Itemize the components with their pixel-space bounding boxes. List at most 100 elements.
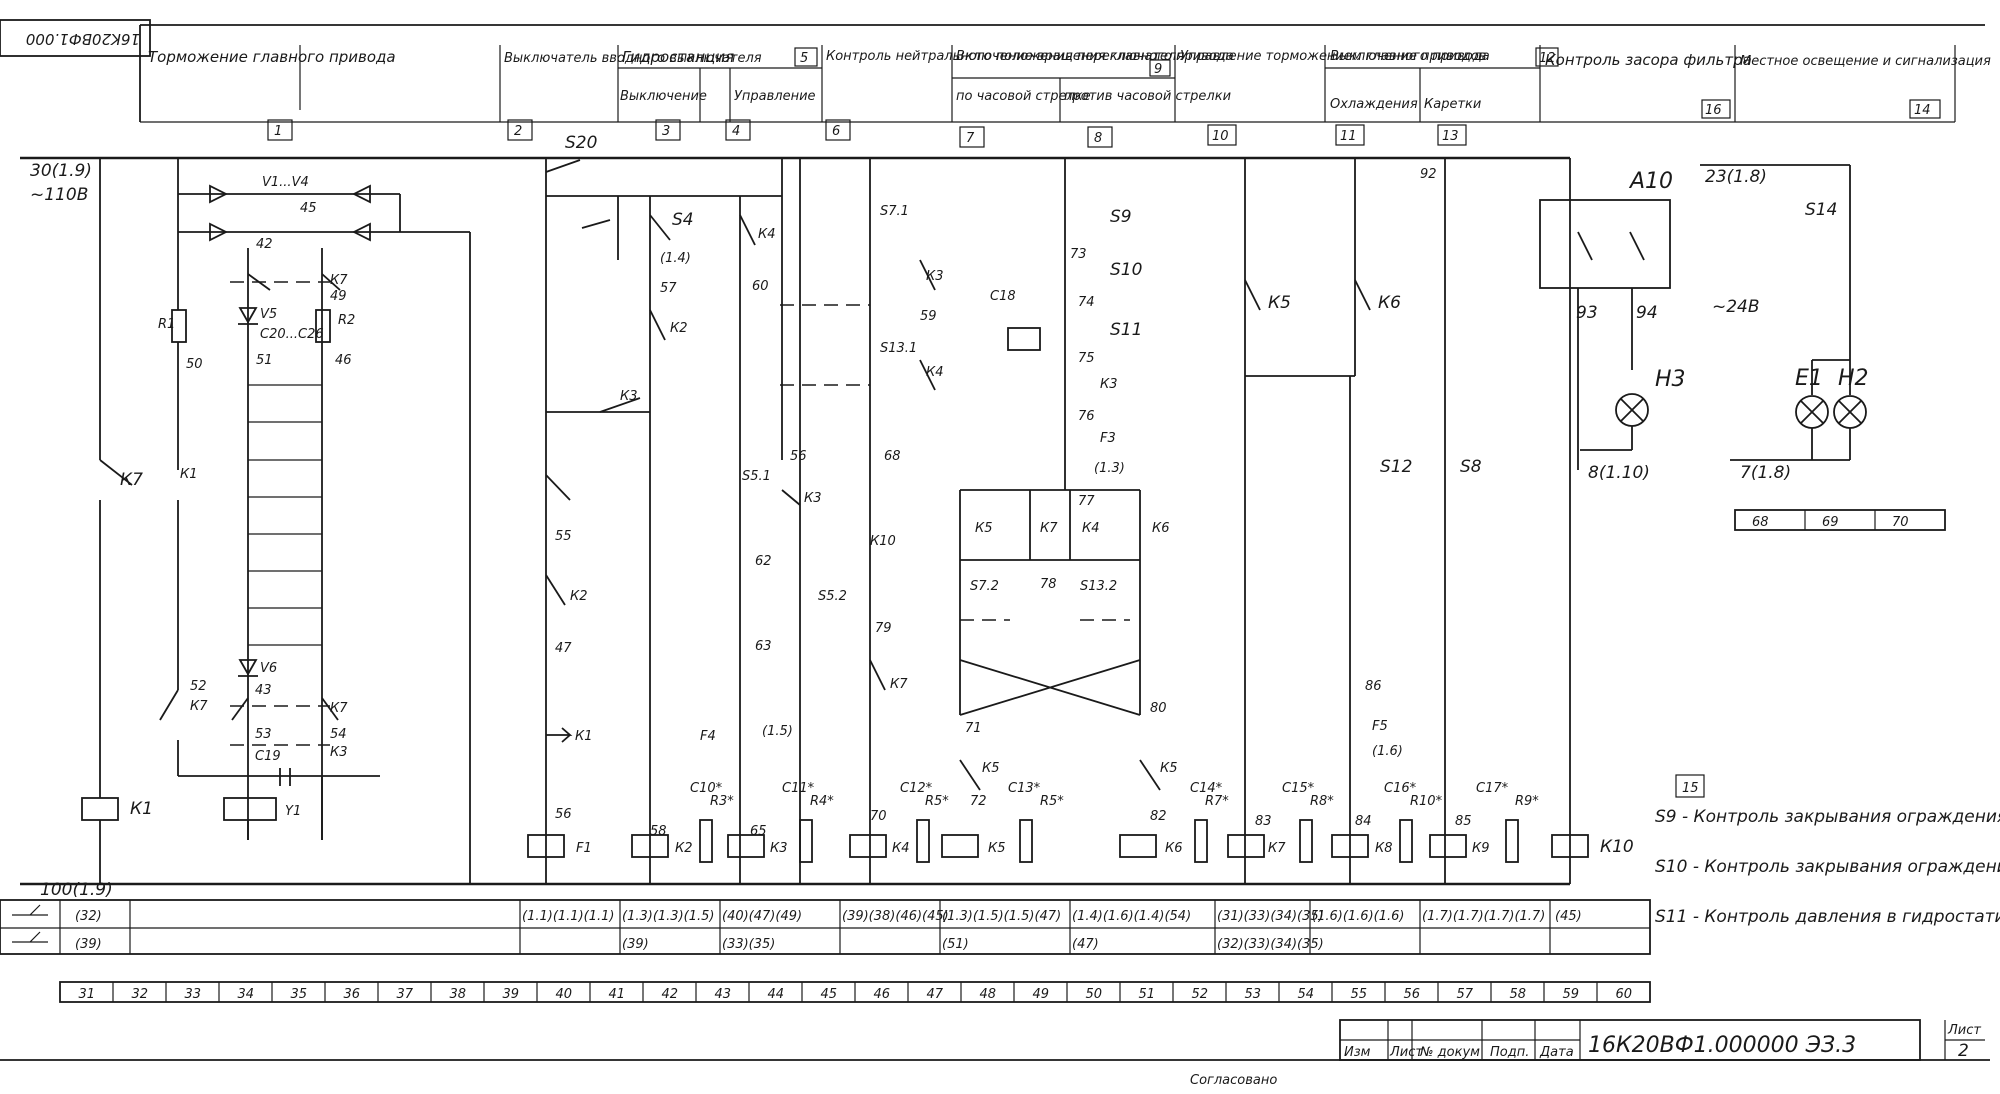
xref-r2-1: (39) xyxy=(622,937,649,952)
label-s72: S7.2 xyxy=(970,579,999,594)
voltage-right-label: ~24В xyxy=(1712,297,1760,317)
header-title-3: Выключение xyxy=(620,89,707,104)
label-s20: S20 xyxy=(565,133,597,153)
section-num-10: 10 xyxy=(1212,129,1229,144)
label-k7-cap: К7 xyxy=(330,273,348,288)
label-f3: F3 xyxy=(1100,431,1116,446)
supply-left-label: 30(1.9) xyxy=(30,161,92,181)
svg-text:(1.5): (1.5) xyxy=(762,724,793,739)
notes-num: 15 xyxy=(1682,781,1699,796)
column-number-31: 31 xyxy=(79,987,96,1002)
label-k1-timer: К1 xyxy=(575,729,593,744)
label-v5: V5 xyxy=(260,307,277,322)
cap-c17: С17* xyxy=(1476,781,1509,796)
svg-text:78: 78 xyxy=(1040,577,1057,592)
svg-text:80: 80 xyxy=(1150,701,1167,716)
column-number-42: 42 xyxy=(662,987,679,1002)
header-title-11: Охлаждения xyxy=(1330,97,1418,112)
cross-reference-table: (32) (1.1)(1.1)(1.1) (1.3)(1.3)(1.5) (40… xyxy=(0,899,1651,955)
label-s10: S10 xyxy=(1110,260,1142,280)
column-number-52: 52 xyxy=(1192,987,1209,1002)
xref-r1-4: (39)(38)(46)(45) xyxy=(842,909,949,924)
header-title-13: Каретки xyxy=(1424,97,1481,112)
xref-r1-10: (45) xyxy=(1555,909,1582,924)
column-number-37: 37 xyxy=(397,987,414,1002)
svg-text:72: 72 xyxy=(970,794,987,809)
svg-text:50: 50 xyxy=(186,357,203,372)
column-number-44: 44 xyxy=(768,987,785,1002)
header-title-14: Местное освещение и сигнализация xyxy=(1740,54,1991,69)
svg-text:49: 49 xyxy=(330,289,347,304)
label-h3: Н3 xyxy=(1655,367,1686,392)
cap-c12: С12* xyxy=(900,781,933,796)
label-93: 93 xyxy=(1576,303,1598,323)
svg-text:60: 60 xyxy=(752,279,769,294)
note-s9: S9 - Контроль закрывания ограждения гл. … xyxy=(1655,807,2000,827)
label-k6-coil: К6 xyxy=(1165,841,1183,856)
label-k7-brake: К7 xyxy=(190,699,208,714)
column-number-59: 59 xyxy=(1563,987,1580,1002)
label-k2-contact: К2 xyxy=(570,589,588,604)
svg-text:45: 45 xyxy=(300,201,317,216)
header-title-2: Выключатель вводного выключателя xyxy=(504,51,762,66)
column-number-60: 60 xyxy=(1616,987,1633,1002)
braking-circuit: К7 К1 V1...V4 45 42 R1 50 К1 52 К7 xyxy=(81,158,471,884)
svg-text:85: 85 xyxy=(1455,814,1472,829)
label-k10-coil: К10 xyxy=(1600,837,1634,857)
label-k3-low: К3 xyxy=(330,745,348,760)
xref-r2-0: (39) xyxy=(75,937,102,952)
label-s12: S12 xyxy=(1380,457,1412,477)
label-s8: S8 xyxy=(1460,457,1482,477)
label-k5-coil: К5 xyxy=(988,841,1006,856)
label-s132: S13.2 xyxy=(1080,579,1117,594)
section-num-12: 12 xyxy=(1539,51,1556,66)
section-num-13: 13 xyxy=(1442,129,1459,144)
label-v1v4: V1...V4 xyxy=(262,175,309,190)
column-number-58: 58 xyxy=(1510,987,1527,1002)
svg-text:82: 82 xyxy=(1150,809,1167,824)
svg-text:42: 42 xyxy=(256,237,273,252)
svg-text:56: 56 xyxy=(555,807,572,822)
label-k4-d: К4 xyxy=(1082,521,1100,536)
section-num-3: 3 xyxy=(662,124,670,139)
tb-sheet-number: 2 xyxy=(1958,1041,1969,1061)
label-s14: S14 xyxy=(1805,200,1837,220)
label-k2-coil: К2 xyxy=(675,841,693,856)
label-k7-d: К7 xyxy=(1040,521,1058,536)
label-k3-coil: К3 xyxy=(770,841,788,856)
label-e1: Е1 xyxy=(1795,366,1823,391)
svg-text:55: 55 xyxy=(555,529,572,544)
label-c18: C18 xyxy=(990,289,1016,304)
column-number-38: 38 xyxy=(450,987,467,1002)
column-number-40: 40 xyxy=(556,987,573,1002)
svg-text:68: 68 xyxy=(884,449,901,464)
column-number-43: 43 xyxy=(715,987,732,1002)
svg-text:62: 62 xyxy=(755,554,772,569)
header-title-7: по часовой стрелке xyxy=(956,89,1091,104)
svg-text:56: 56 xyxy=(790,449,807,464)
xref-r1-3: (40)(47)(49) xyxy=(722,909,802,924)
svg-text:70: 70 xyxy=(870,809,887,824)
header-title-10: Управление торможением главного привода xyxy=(1180,49,1490,64)
tb-col-doc: № докум xyxy=(1419,1045,1480,1060)
svg-text:54: 54 xyxy=(330,727,347,742)
svg-text:63: 63 xyxy=(755,639,772,654)
header-title-16: Контроль засора фильтра xyxy=(1545,51,1752,69)
label-k5-c: К5 xyxy=(1160,761,1178,776)
xref-r1-1: (1.1)(1.1)(1.1) xyxy=(522,909,614,924)
control-ladders: S20 55 К2 47 К1 56 F1 S4 (1.4) 57 К2 К3 … xyxy=(527,133,1634,884)
label-s9: S9 xyxy=(1110,207,1132,227)
column-number-50: 50 xyxy=(1086,987,1103,1002)
svg-text:75: 75 xyxy=(1078,351,1095,366)
label-k8-coil: К8 xyxy=(1375,841,1393,856)
svg-text:84: 84 xyxy=(1355,814,1372,829)
tb-sheet-label: Лист xyxy=(1947,1023,1981,1038)
section-num-8: 8 xyxy=(1094,131,1102,146)
label-y1: Y1 xyxy=(285,804,301,819)
cap-c16: С16* xyxy=(1384,781,1417,796)
label-v6: V6 xyxy=(260,661,277,676)
rotated-stamp-box xyxy=(0,19,151,57)
svg-text:58: 58 xyxy=(650,824,667,839)
label-s71: S7.1 xyxy=(880,204,909,219)
